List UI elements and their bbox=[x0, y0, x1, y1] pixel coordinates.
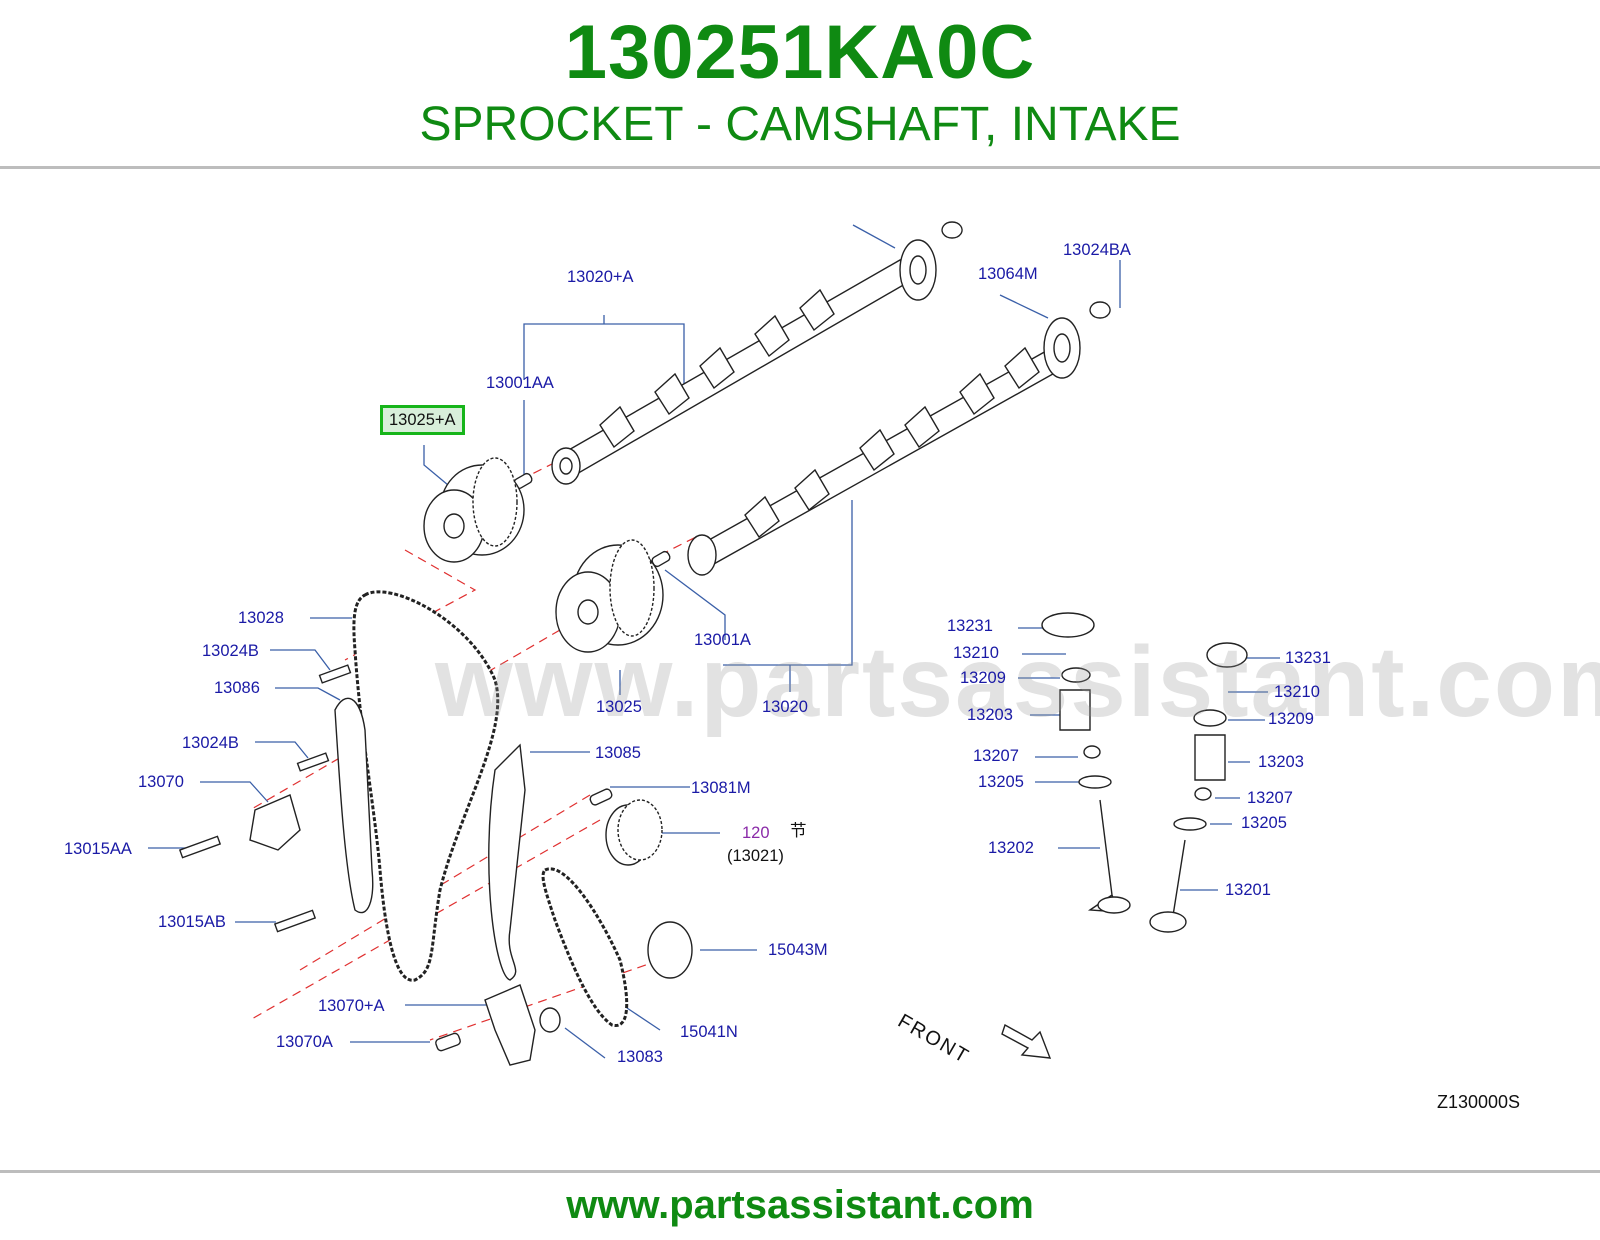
part-description: SPROCKET - CAMSHAFT, INTAKE bbox=[419, 98, 1181, 151]
label-13210-right[interactable]: 13210 bbox=[1274, 683, 1320, 701]
watermark: www.partsassistant.com bbox=[435, 626, 1600, 738]
label-13081m[interactable]: 13081M bbox=[691, 779, 751, 797]
label-13015ab[interactable]: 13015AB bbox=[158, 913, 226, 931]
label-15043m[interactable]: 15043M bbox=[768, 941, 828, 959]
label-13024ba[interactable]: 13024BA bbox=[1063, 241, 1131, 259]
label-13001aa[interactable]: 13001AA bbox=[486, 374, 554, 392]
part-number: 130251KA0C bbox=[564, 10, 1036, 95]
header-divider bbox=[0, 166, 1600, 169]
label-13086[interactable]: 13086 bbox=[214, 679, 260, 697]
footer-url[interactable]: www.partsassistant.com bbox=[566, 1183, 1034, 1227]
label-13202[interactable]: 13202 bbox=[988, 839, 1034, 857]
label-13070[interactable]: 13070 bbox=[138, 773, 184, 791]
label-13020[interactable]: 13020 bbox=[762, 698, 808, 716]
label-13209-left[interactable]: 13209 bbox=[960, 669, 1006, 687]
label-13015aa[interactable]: 13015AA bbox=[64, 840, 132, 858]
label-15041n[interactable]: 15041N bbox=[680, 1023, 738, 1041]
label-13207-left[interactable]: 13207 bbox=[973, 747, 1019, 765]
diagram-code: Z130000S bbox=[1437, 1092, 1521, 1112]
label-13024b-lower[interactable]: 13024B bbox=[182, 734, 239, 752]
label-13085[interactable]: 13085 bbox=[595, 744, 641, 762]
label-13070-plus-a[interactable]: 13070+A bbox=[318, 997, 385, 1015]
footer-divider bbox=[0, 1170, 1600, 1173]
label-13024b-upper[interactable]: 13024B bbox=[202, 642, 259, 660]
label-13083[interactable]: 13083 bbox=[617, 1048, 663, 1066]
label-13205-right[interactable]: 13205 bbox=[1241, 814, 1287, 832]
page-header: 130251KA0C SPROCKET - CAMSHAFT, INTAKE bbox=[0, 0, 1600, 168]
label-13064m[interactable]: 13064M bbox=[978, 265, 1038, 283]
label-120[interactable]: 120 bbox=[742, 824, 770, 842]
label-120-glyph: 节 bbox=[790, 822, 807, 840]
label-13201[interactable]: 13201 bbox=[1225, 881, 1271, 899]
label-13205-left[interactable]: 13205 bbox=[978, 773, 1024, 791]
label-13070a[interactable]: 13070A bbox=[276, 1033, 333, 1051]
label-13025[interactable]: 13025 bbox=[596, 698, 642, 716]
label-13028[interactable]: 13028 bbox=[238, 609, 284, 627]
label-13203-right[interactable]: 13203 bbox=[1258, 753, 1304, 771]
label-13210-left[interactable]: 13210 bbox=[953, 644, 999, 662]
label-13203-left[interactable]: 13203 bbox=[967, 706, 1013, 724]
label-13209-right[interactable]: 13209 bbox=[1268, 710, 1314, 728]
diagram-drawing bbox=[148, 221, 1280, 1066]
leader-lines bbox=[148, 224, 1280, 1059]
label-13231-left[interactable]: 13231 bbox=[947, 617, 993, 635]
label-13001a[interactable]: 13001A bbox=[694, 631, 751, 649]
parts-outline bbox=[178, 221, 1248, 1066]
label-13231-right[interactable]: 13231 bbox=[1285, 649, 1331, 667]
label-13025-plus-a-selected[interactable]: 13025+A bbox=[380, 405, 465, 435]
label-13207-right[interactable]: 13207 bbox=[1247, 789, 1293, 807]
parts-diagram: www.partsassistant.com 13020+A 13024BA 1… bbox=[0, 170, 1600, 1170]
label-13021[interactable]: (13021) bbox=[727, 847, 784, 865]
label-13020-plus-a[interactable]: 13020+A bbox=[567, 268, 634, 286]
